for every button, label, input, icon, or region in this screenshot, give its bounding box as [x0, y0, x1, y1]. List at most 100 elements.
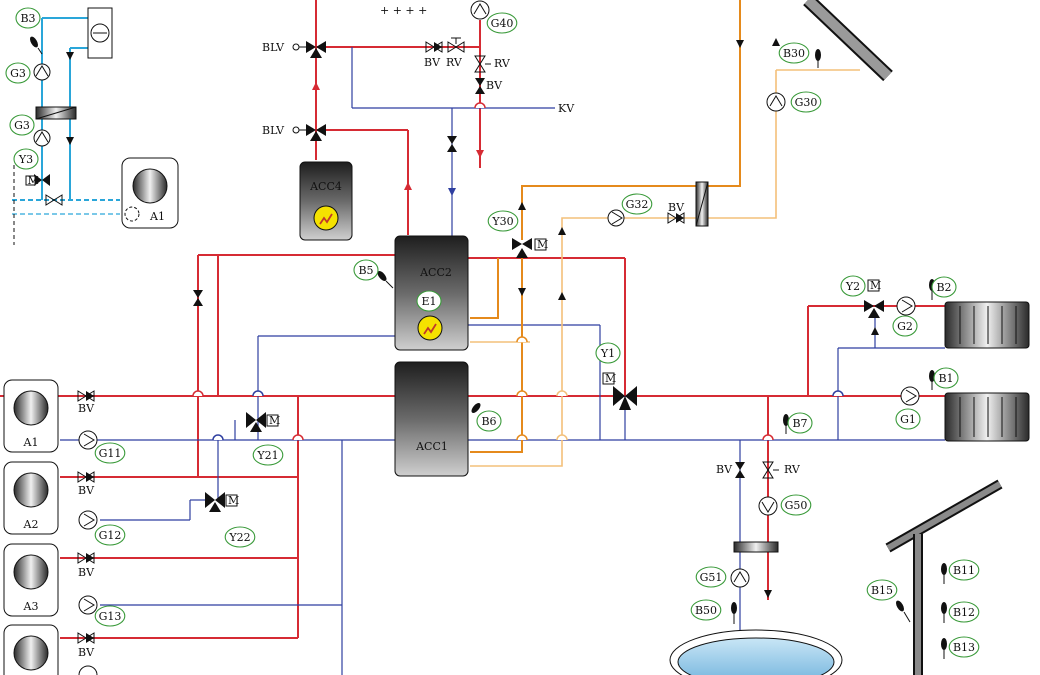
heat-pump-a3-label: A3 [23, 600, 39, 613]
tag-b1: B1 [933, 367, 959, 389]
tag-b15-outline [866, 579, 898, 601]
tag-b3-outline [15, 7, 41, 29]
tag-b13-label: B13 [953, 641, 975, 654]
valve-blv-top-icon[interactable] [292, 41, 326, 58]
rv-right-label: RV [494, 57, 511, 70]
tag-g3a-label: G3 [10, 67, 26, 80]
tag-b15-label: B15 [871, 584, 893, 597]
blv-mid-label: BLV [262, 124, 285, 137]
pump-g13-icon[interactable] [78, 595, 98, 615]
heat-pump-a1-label: A1 [23, 436, 39, 449]
tag-e1-label: E1 [421, 295, 436, 308]
tag-b3: B3 [15, 7, 41, 29]
tag-b30: B30 [778, 42, 810, 64]
pump-g2-icon[interactable] [896, 296, 916, 316]
tag-g30-outline [790, 91, 822, 113]
tag-b2: B2 [931, 276, 957, 298]
pool-valves [735, 461, 779, 479]
check-valve-kv [447, 136, 457, 152]
tag-b13-outline [948, 636, 980, 658]
tag-b11-outline [948, 559, 980, 581]
valve-blv-mid-icon[interactable] [292, 124, 326, 141]
pump-g30-icon[interactable] [766, 92, 786, 112]
pump-g1-icon[interactable] [900, 386, 920, 406]
tag-b5: B5 [353, 259, 379, 281]
sensor-b6-icon [471, 403, 481, 413]
tag-b3-label: B3 [20, 12, 35, 25]
tag-g3b: G3 [9, 114, 35, 136]
valve-y30-icon[interactable]: M [512, 238, 548, 258]
tag-g11-outline [94, 442, 126, 464]
tag-y30-label: Y30 [491, 215, 513, 228]
rv-pool-label: RV [784, 463, 801, 476]
pump-g40-icon[interactable] [470, 0, 490, 20]
valve-y1-icon[interactable]: M [602, 372, 637, 410]
valve-y2-icon[interactable]: M [864, 279, 884, 318]
tag-g2-outline [892, 315, 918, 337]
tank-acc4[interactable]: ACC4 [299, 161, 353, 241]
bv-a3-label: BV [78, 566, 95, 579]
valve-y3-motor-label: M [28, 174, 39, 187]
tag-y3: Y3 [13, 148, 39, 170]
radiator-bottom[interactable] [944, 392, 1030, 442]
pipe-crossovers [192, 102, 844, 441]
bv-a2-label: BV [78, 484, 95, 497]
heat-pump-a2[interactable]: A2 [3, 461, 59, 535]
pump-g32-icon[interactable] [607, 209, 625, 227]
tag-b6: B6 [476, 410, 502, 432]
check-valves-left [77, 390, 95, 644]
tag-y30: Y30 [487, 210, 519, 232]
tag-y21-label: Y21 [256, 449, 278, 462]
heat-pump-a1-top[interactable]: A1 [121, 157, 179, 229]
tag-b7-label: B7 [792, 417, 807, 430]
plus-symbols: + + + + [380, 4, 427, 17]
pump-a4-partial-icon [78, 665, 98, 675]
blv-top-label: BLV [262, 41, 285, 54]
pump-g12-icon[interactable] [78, 510, 98, 530]
pump-g51-icon[interactable] [730, 568, 750, 588]
heat-pump-a4-partial[interactable] [3, 624, 59, 675]
pump-g11-icon[interactable] [78, 430, 98, 450]
tag-y2: Y2 [840, 275, 866, 297]
valve-y3-icon: M [25, 174, 50, 187]
tag-b50: B50 [690, 599, 722, 621]
radiator-top[interactable] [944, 301, 1030, 349]
heat-pump-a1[interactable]: A1 [3, 379, 59, 453]
flow-arrows [66, 38, 879, 598]
heat-exchanger-solar [695, 181, 709, 227]
pump-g50-icon[interactable] [758, 496, 778, 516]
tag-g30-label: G30 [795, 96, 818, 109]
tag-y21: Y21 [252, 444, 284, 466]
check-valve-bypass [193, 290, 203, 306]
sensor-b5-icon [377, 271, 394, 289]
tag-g13-outline [94, 605, 126, 627]
sensor-b50-icon [731, 602, 737, 624]
tag-b15: B15 [866, 579, 898, 601]
tag-g32: G32 [621, 193, 653, 215]
tag-g32-label: G32 [626, 198, 649, 211]
tag-b50-outline [690, 599, 722, 621]
sensor-b3-icon [30, 36, 43, 55]
cooling-unit-box [87, 7, 113, 59]
valve-y22-icon[interactable]: M [205, 492, 239, 512]
tag-y3-outline [13, 148, 39, 170]
valve-y21-icon[interactable]: M [246, 412, 280, 432]
tag-b11-label: B11 [953, 564, 975, 577]
tag-b12-outline [948, 601, 980, 623]
pump-g3-top-icon [33, 63, 51, 81]
heat-pump-a3[interactable]: A3 [3, 543, 59, 617]
bv-top-label: BV [424, 56, 441, 69]
tank-acc1[interactable]: ACC1 [394, 361, 469, 477]
tag-g3a-outline [5, 62, 31, 84]
tag-g50: G50 [780, 494, 812, 516]
tag-g40-outline [486, 12, 518, 34]
tag-b12: B12 [948, 601, 980, 623]
tag-e1-outline [416, 290, 442, 312]
tag-b2-outline [931, 276, 957, 298]
bv-right-label: BV [486, 79, 503, 92]
tag-g3b-label: G3 [14, 119, 30, 132]
tag-y22-outline [224, 526, 256, 548]
tag-g1-label: G1 [900, 413, 916, 426]
